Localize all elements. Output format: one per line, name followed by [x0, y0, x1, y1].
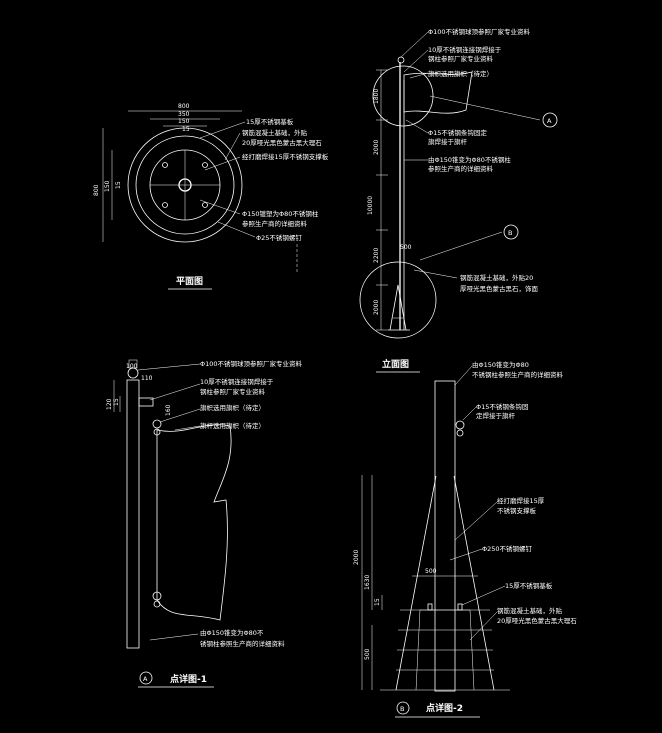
- d2-dim-500b: 500: [425, 568, 437, 575]
- plan-dim-350: 350: [178, 111, 190, 118]
- plan-note-7: Φ25不锈钢螺钉: [256, 233, 302, 242]
- d1-note-6: 由Φ150锥变为Φ80不: [200, 628, 264, 637]
- elev-dim-2000b: 2000: [373, 300, 380, 315]
- d2-dim-1630: 1630: [364, 575, 371, 590]
- plan-note-6: 参照生产商的详细资料: [242, 219, 308, 228]
- plan-dim-left-15: 15: [115, 181, 122, 189]
- d1-note-1: Φ100不锈钢球顶参照厂家专业资料: [200, 359, 303, 368]
- d2-dim-500: 500: [364, 648, 371, 660]
- elev-note-6: 旗焊接于旗杆: [428, 137, 468, 146]
- detail2-title: 点详图-2: [426, 702, 463, 714]
- d1-dim-120: 120: [106, 398, 113, 410]
- plan-note-3: 20厚哑光黑色蒙古黑大理石: [242, 138, 322, 147]
- plan-dim-150: 150: [178, 118, 190, 125]
- plan-note-2: 钢筋混凝土基础，外贴: [242, 128, 308, 137]
- d2-note-3: Φ15不锈钢条钩固: [476, 402, 528, 411]
- plan-dim-15: 15: [182, 126, 190, 133]
- plan-dim-800: 800: [178, 103, 190, 110]
- elev-note-3: 钢柱参照厂家专业资料: [428, 54, 494, 63]
- elev-callout-b: B: [508, 229, 512, 237]
- elev-note-9: 钢筋混凝土基础，外贴20: [460, 273, 533, 282]
- d2-note-10: 20厚哑光黑色蒙古黑大理石: [497, 616, 577, 625]
- plan-note-4: 经打磨焊接15厚不锈钢支撑板: [242, 152, 329, 161]
- d2-note-6: 不锈钢支撑板: [497, 506, 537, 515]
- d2-note-1: 由Φ150锥变为Φ80: [472, 360, 529, 369]
- d2-dim-2000: 2000: [353, 550, 360, 565]
- d2-marker: B: [400, 705, 404, 713]
- d2-note-5: 经打磨焊接15厚: [497, 496, 545, 505]
- d1-dim-100: 100: [126, 363, 138, 370]
- elev-callout-a: A: [547, 117, 552, 125]
- elev-note-2: 10厚不锈钢连接钢焊接于: [428, 45, 502, 54]
- elev-dim-2000: 2000: [373, 140, 380, 155]
- plan-dim-left-150: 150: [104, 180, 111, 192]
- plan-note-1: 15厚不锈钢基板: [246, 117, 294, 126]
- d1-dim-15: 15: [113, 398, 120, 406]
- elev-dim-2200: 2200: [373, 248, 380, 263]
- d2-note-9: 钢筋混凝土基础，外贴: [497, 606, 563, 615]
- elevation-view: 1800 2000 10000 2200 2000 500 Φ100不锈钢球顶参…: [359, 27, 558, 373]
- d1-dim-110: 110: [141, 375, 153, 382]
- plan-view: 800 350 150 15 800 150 15 15厚不锈钢基板 钢筋混凝土…: [93, 103, 329, 290]
- elev-note-1: Φ100不锈钢球顶参照厂家专业资料: [428, 27, 531, 36]
- elev-dim-1800: 1800: [373, 89, 380, 104]
- elev-note-5: Φ15不锈钢条钩固定: [428, 128, 487, 137]
- d1-marker: A: [143, 675, 148, 683]
- elev-dim-500: 500: [400, 244, 412, 251]
- elevation-title: 立面图: [382, 358, 409, 370]
- d2-note-8: 15厚不锈钢基板: [505, 581, 553, 590]
- d1-note-7: 锈钢柱参照生产商的详细资料: [200, 639, 285, 648]
- d1-note-5: 旗杆选用旗帜（待定）: [200, 421, 265, 430]
- elev-note-10: 厚哑光黑色蒙古黑石，饰面: [460, 284, 539, 293]
- plan-title: 平面图: [176, 276, 203, 287]
- d2-note-4: 定焊接于旗杆: [476, 411, 516, 420]
- elev-dim-10000: 10000: [367, 196, 374, 215]
- plan-note-5: Φ150镀塑为Φ80不锈钢柱: [242, 209, 319, 218]
- d1-note-3: 钢柱参照厂家专业资料: [200, 387, 266, 396]
- d1-note-2: 10厚不锈钢连接钢焊接于: [200, 377, 274, 386]
- elev-note-7: 由Φ150锥变为Φ80不锈钢柱: [428, 155, 511, 164]
- plan-dim-left-800: 800: [93, 184, 100, 196]
- d2-dim-15: 15: [374, 598, 381, 606]
- detail-2: 2000 1630 15 500 500 由Φ150锥变为Φ80 不锈钢柱参照生…: [353, 360, 577, 718]
- detail-1: 100 110 120 15 160 Φ100不锈钢球顶参照厂家专业资料 10厚…: [106, 359, 303, 688]
- d1-note-4: 旗帜选用旗帜（待定）: [200, 403, 265, 412]
- d2-note-7: Φ250不锈钢螺钉: [482, 544, 533, 553]
- elev-note-8: 参照生产商的详细资料: [428, 164, 494, 173]
- d2-note-2: 不锈钢柱参照生产商的详细资料: [472, 370, 564, 379]
- elev-note-4: 旗帜选用旗帜（待定）: [428, 69, 493, 78]
- d1-dim-160: 160: [165, 404, 172, 416]
- detail1-title: 点详图-1: [170, 673, 207, 685]
